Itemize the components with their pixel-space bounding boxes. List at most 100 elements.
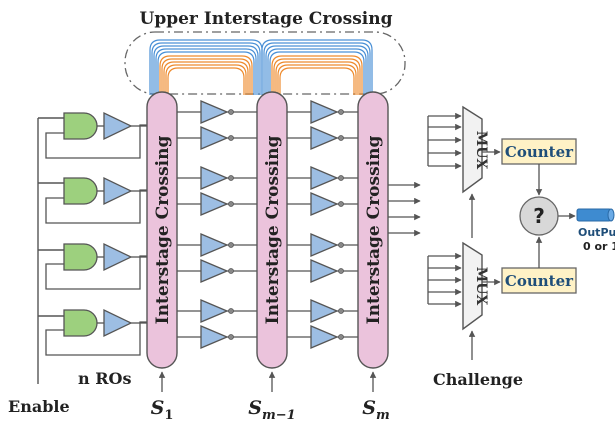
upper-arc-orange-left-3 [165,64,247,95]
stage-b-buffer-4-1 [287,299,358,323]
diagram-title: Upper Interstage Crossing [140,9,393,29]
bubble-icon [338,109,344,115]
bubble-icon [338,268,344,274]
stage-b-buffer-3-1 [287,233,358,257]
bubble-icon [228,201,234,207]
upper-arc-blue-left-3 [155,48,257,95]
bubble-icon [228,242,234,248]
bubble-icon [228,175,234,181]
stage-b-buffer-1-2 [287,126,358,150]
ro-row-2 [45,176,147,224]
upper-arc-orange-left-2 [163,61,249,95]
stage-a-buffer-1-2 [177,126,257,150]
stage-b-buffer-2-2 [287,192,358,216]
output-bit: OutPut 0 or 1 [576,208,615,253]
bubble-icon [338,201,344,207]
buffer-icon [103,308,133,338]
upper-arc-blue-right-1 [263,42,371,95]
buffer-icon [200,166,229,190]
and-gate-icon [63,309,98,337]
bubble-icon [338,242,344,248]
upper-arc-orange-right-0 [271,55,363,95]
buffer-icon [103,111,133,141]
interstage-column-m: Interstage Crossing [357,91,389,369]
upper-arc-blue-left-0 [149,39,263,95]
stage-select-arrows [158,371,377,392]
stage-a-buffer-3-2 [177,259,257,283]
stage-a-buffer-4-2 [177,325,257,349]
stage-a-buffer-2-1 [177,166,257,190]
buffer-icon [103,242,133,272]
bubble-icon [338,175,344,181]
mux-input-wires [427,112,462,308]
column-output-wires [388,181,421,237]
upper-arc-orange-right-2 [275,61,359,95]
and-gate-icon [63,112,98,140]
enable-label: Enable [8,397,70,416]
counter-top-label: Counter [505,143,574,161]
buffer-icon [200,233,229,257]
upper-arc-blue-left-2 [153,45,259,95]
feedback-loop [45,124,147,159]
interstage-column-m-minus-1: Interstage Crossing [256,91,288,369]
bubble-icon [228,135,234,141]
stage-label-sm-minus-1: Sm−1 [248,397,295,422]
upper-arc-orange-left-1 [161,58,251,95]
stage-b-buffer-1-1 [287,100,358,124]
mux-counter-wires [482,148,501,286]
and-gate-icon [63,243,98,271]
stage-label-s1: S1 [151,397,174,422]
stage-b-buffer-4-2 [287,325,358,349]
stage-a-buffer-4-1 [177,299,257,323]
buffer-icon [310,126,339,150]
counter-top: Counter [501,138,577,165]
buffer-icon [200,126,229,150]
upper-arc-blue-right-0 [261,39,373,95]
enable-network [37,117,64,384]
upper-arc-orange-left-4 [167,67,245,95]
feedback-loop [45,255,147,290]
upper-arc-blue-right-2 [265,45,369,95]
counter-bottom-label: Counter [505,272,574,290]
stage-label-sm: Sm [362,397,390,422]
output-label: OutPut [578,226,615,239]
ro-rows [45,111,147,356]
ro-row-3 [45,242,147,290]
upper-arc-orange-right-4 [279,67,355,95]
comparator-symbol: ? [533,204,545,228]
bubble-icon [338,308,344,314]
buffer-icon [310,192,339,216]
mux-bottom: MUX [462,241,489,331]
buffer-icon [310,259,339,283]
feedback-loop [45,189,147,224]
buffer-icon [200,325,229,349]
interstage-column-2-label: Interstage Crossing [263,136,283,325]
buffer-icon [310,233,339,257]
buffer-icon [200,100,229,124]
interstage-column-1-label: Interstage Crossing [153,136,173,325]
buffer-icon [310,325,339,349]
challenge-label: Challenge [433,370,523,389]
upper-arc-blue-left-1 [151,42,261,95]
mux-top-label: MUX [473,131,489,170]
interstage-column-3-label: Interstage Crossing [364,136,384,325]
and-gate-icon [63,177,98,205]
upper-arc-orange-right-3 [277,64,357,95]
interstage-column-1: Interstage Crossing [146,91,178,369]
buffer-icon [310,166,339,190]
bubble-icon [228,308,234,314]
mux-top: MUX [462,105,489,194]
feedback-loop [45,321,147,356]
bubble-icon [228,334,234,340]
output-values: 0 or 1 [583,240,615,253]
upper-arc-blue-left-4 [157,51,255,95]
upper-crossing-wires [149,39,373,95]
buffer-icon [310,299,339,323]
upper-arc-orange-right-1 [273,58,361,95]
buffer-icon [200,299,229,323]
ro-row-4 [45,308,147,356]
stage-b-buffer-2-1 [287,166,358,190]
upper-arc-blue-right-4 [269,51,365,95]
inter-column-buffers [177,100,358,349]
